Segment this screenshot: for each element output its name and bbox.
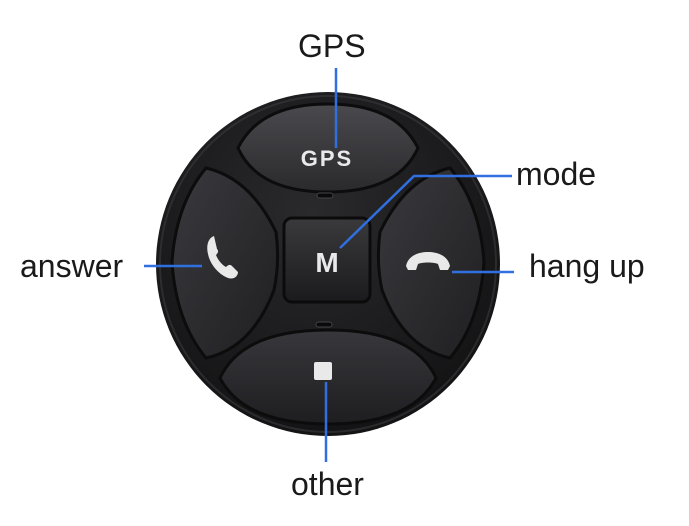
hang-up-callout: hang up <box>529 250 645 282</box>
gps-callout: GPS <box>298 30 366 62</box>
square-icon <box>314 362 332 380</box>
mode-callout: mode <box>516 158 596 190</box>
indicator-light-bottom <box>316 322 332 327</box>
gps-button-label: GPS <box>301 146 353 171</box>
other-button[interactable] <box>220 330 436 424</box>
indicator-light-top <box>317 193 333 198</box>
answer-callout: answer <box>20 250 123 282</box>
other-callout: other <box>291 468 364 500</box>
mode-button-label: M <box>315 247 338 278</box>
gps-button[interactable]: GPS <box>238 104 418 192</box>
